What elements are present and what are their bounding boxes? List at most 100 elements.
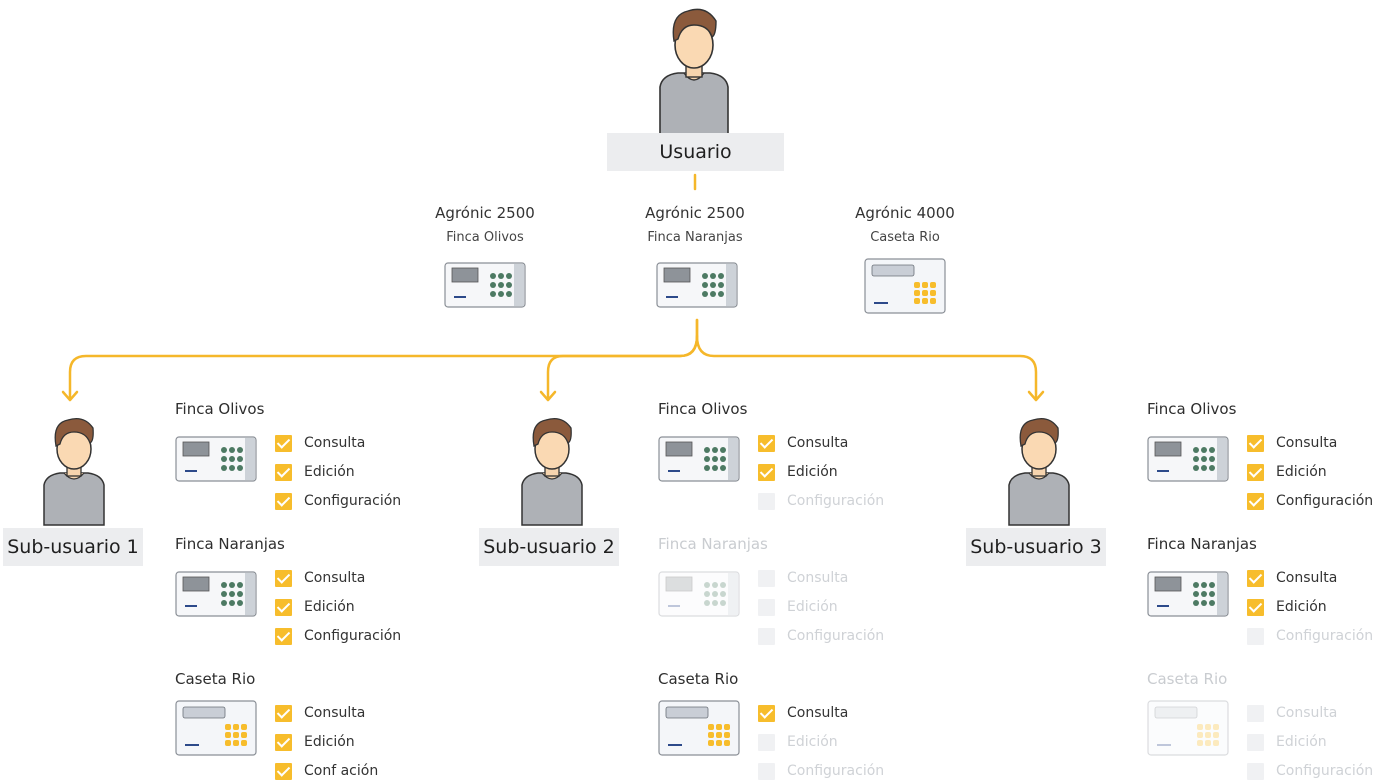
permission-row[interactable]: Edición: [758, 731, 838, 753]
checkbox-checked[interactable]: [758, 704, 775, 722]
controller-2500-icon: [658, 571, 740, 617]
permission-row[interactable]: Conf ación: [275, 760, 378, 782]
permission-label: Configuración: [304, 493, 402, 509]
controller-4000-icon: [658, 700, 740, 756]
permission-label: Consulta: [787, 705, 849, 721]
permission-row[interactable]: Configuración: [275, 625, 401, 647]
checkbox-unchecked[interactable]: [758, 569, 775, 587]
controller-2500-icon: [175, 571, 257, 617]
checkbox-checked[interactable]: [758, 434, 775, 452]
permission-row[interactable]: Consulta: [758, 432, 848, 454]
permission-label: Edición: [787, 734, 838, 750]
checkbox-unchecked[interactable]: [1247, 704, 1264, 722]
checkbox-unchecked[interactable]: [758, 762, 775, 780]
checkbox-checked[interactable]: [275, 733, 292, 751]
checkbox-checked[interactable]: [275, 627, 292, 645]
permission-label: Configuración: [1276, 763, 1374, 779]
checkbox-checked[interactable]: [1247, 463, 1264, 481]
permission-row[interactable]: Consulta: [758, 567, 848, 589]
farm-title: Finca Olivos: [658, 400, 748, 418]
checkbox-checked[interactable]: [758, 463, 775, 481]
permission-label: Consulta: [304, 570, 366, 586]
permission-row[interactable]: Consulta: [758, 702, 848, 724]
permission-row[interactable]: Edición: [275, 461, 355, 483]
checkbox-unchecked[interactable]: [1247, 627, 1264, 645]
checkbox-checked[interactable]: [275, 434, 292, 452]
subusuario-1-avatar: [43, 417, 105, 526]
permission-row[interactable]: Edición: [758, 461, 838, 483]
controller-2500-icon: [444, 262, 526, 308]
farm-title: Finca Naranjas: [175, 535, 285, 553]
permission-row[interactable]: Consulta: [1247, 702, 1337, 724]
permission-label: Edición: [1276, 599, 1327, 615]
permission-label: Configuración: [304, 628, 402, 644]
checkbox-checked[interactable]: [275, 704, 292, 722]
permission-row[interactable]: Consulta: [275, 702, 365, 724]
farm-title: Finca Olivos: [1147, 400, 1237, 418]
permission-row[interactable]: Edición: [275, 596, 355, 618]
checkbox-unchecked[interactable]: [758, 733, 775, 751]
permission-row[interactable]: Configuración: [1247, 760, 1373, 782]
permission-row[interactable]: Configuración: [1247, 625, 1373, 647]
permission-label: Consulta: [304, 435, 366, 451]
permission-label: Edición: [304, 734, 355, 750]
checkbox-checked[interactable]: [1247, 569, 1264, 587]
checkbox-checked[interactable]: [275, 598, 292, 616]
controller-4000-icon: [1147, 700, 1229, 756]
permission-label: Edición: [1276, 464, 1327, 480]
permission-row[interactable]: Consulta: [1247, 432, 1337, 454]
checkbox-checked[interactable]: [275, 492, 292, 510]
permission-row[interactable]: Edición: [275, 731, 355, 753]
checkbox-checked[interactable]: [1247, 434, 1264, 452]
device-model: Agrónic 4000: [855, 204, 955, 222]
permission-row[interactable]: Configuración: [758, 625, 884, 647]
controller-2500-icon: [656, 262, 738, 308]
permission-row[interactable]: Edición: [1247, 461, 1327, 483]
permission-label: Configuración: [787, 763, 885, 779]
farm-title: Caseta Rio: [175, 670, 256, 688]
checkbox-unchecked[interactable]: [758, 598, 775, 616]
permission-label: Consulta: [1276, 570, 1338, 586]
permission-label: Consulta: [787, 435, 849, 451]
checkbox-checked[interactable]: [275, 569, 292, 587]
checkbox-checked[interactable]: [275, 762, 292, 780]
device-model: Agrónic 2500: [645, 204, 745, 222]
usuario-label: Usuario: [607, 133, 784, 171]
controller-4000-icon: [864, 258, 946, 314]
controller-2500-icon: [1147, 436, 1229, 482]
permission-label: Configuración: [787, 493, 885, 509]
farm-title: Finca Olivos: [175, 400, 265, 418]
permission-row[interactable]: Configuración: [275, 490, 401, 512]
permission-row[interactable]: Edición: [758, 596, 838, 618]
permission-row[interactable]: Consulta: [275, 567, 365, 589]
subusuario-2-label: Sub-usuario 2: [479, 528, 619, 566]
checkbox-unchecked[interactable]: [1247, 733, 1264, 751]
controller-4000-icon: [175, 700, 257, 756]
permission-row[interactable]: Consulta: [275, 432, 365, 454]
controller-2500-icon: [658, 436, 740, 482]
controller-2500-icon: [175, 436, 257, 482]
permission-label: Consulta: [304, 705, 366, 721]
checkbox-unchecked[interactable]: [758, 627, 775, 645]
permission-row[interactable]: Consulta: [1247, 567, 1337, 589]
permission-row[interactable]: Edición: [1247, 596, 1327, 618]
checkbox-unchecked[interactable]: [1247, 762, 1264, 780]
checkbox-checked[interactable]: [275, 463, 292, 481]
checkbox-unchecked[interactable]: [758, 492, 775, 510]
checkbox-checked[interactable]: [1247, 492, 1264, 510]
permission-row[interactable]: Configuración: [1247, 490, 1373, 512]
permission-label: Consulta: [1276, 705, 1338, 721]
permission-row[interactable]: Configuración: [758, 760, 884, 782]
permission-row[interactable]: Configuración: [758, 490, 884, 512]
usuario-avatar: [659, 8, 729, 135]
subusuario-3-avatar: [1008, 417, 1070, 526]
farm-title: Finca Naranjas: [1147, 535, 1257, 553]
checkbox-checked[interactable]: [1247, 598, 1264, 616]
permission-label: Configuración: [1276, 628, 1374, 644]
device-site: Finca Olivos: [446, 230, 524, 245]
subusuario-3-label: Sub-usuario 3: [966, 528, 1106, 566]
permission-row[interactable]: Edición: [1247, 731, 1327, 753]
subusuario-2-avatar: [521, 417, 583, 526]
permission-label: Edición: [787, 599, 838, 615]
